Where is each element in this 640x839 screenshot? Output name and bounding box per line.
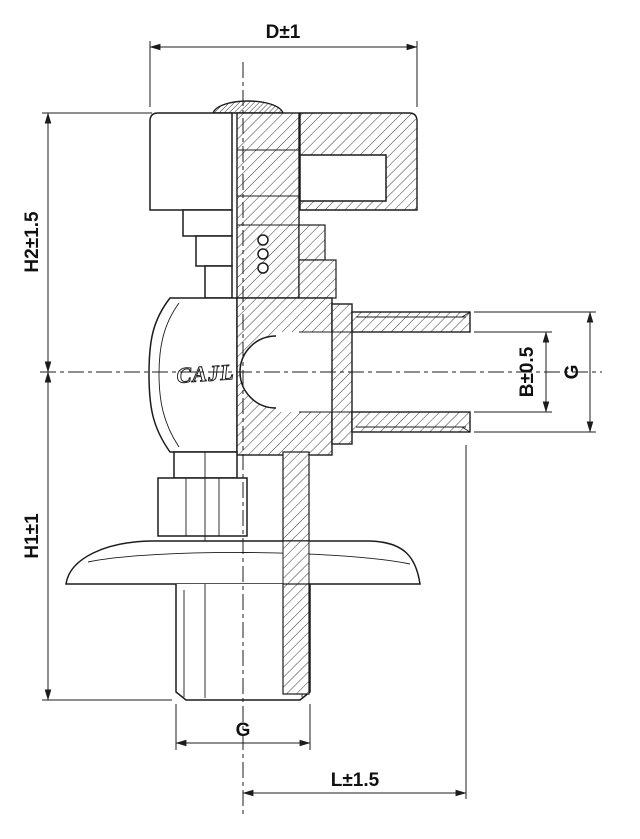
flange-section-strip — [282, 540, 310, 585]
inlet-wall-section-upper — [282, 451, 310, 542]
brand-logo: CAJL — [176, 359, 236, 388]
packing-nut-section — [298, 224, 326, 261]
handle-hub-step — [195, 235, 233, 267]
valve-body — [148, 297, 238, 453]
outlet-chamfer — [461, 426, 471, 433]
hex-section — [157, 477, 248, 537]
bonnet-neck — [204, 265, 233, 299]
inlet-wall-section-lower — [282, 583, 310, 695]
bonnet-section — [298, 259, 337, 299]
outlet-wall-bottom-section — [351, 411, 471, 433]
handle-cap — [211, 100, 285, 114]
dim-label-inlet-thread: G — [236, 720, 251, 741]
flange-ridge-line — [87, 552, 411, 565]
outlet-chamfer — [461, 311, 471, 318]
seal-ring — [257, 262, 269, 274]
dim-label-upper-height: H2±1.5 — [22, 211, 43, 273]
flange — [65, 540, 421, 585]
seal-ring — [257, 234, 269, 246]
dim-label-outlet-thread: G — [562, 365, 583, 380]
handle-left — [149, 112, 233, 211]
centerlines — [40, 62, 602, 814]
dimension-annotations: D±1 H2±1.5 H1±1 B±0.5 G G L±1.5 — [22, 22, 596, 799]
seal-ring — [257, 248, 269, 260]
valve-geometry: CAJL — [65, 100, 471, 701]
dim-label-top-width: D±1 — [266, 22, 301, 43]
body-lower-step — [173, 451, 238, 479]
valve-body-contour — [158, 302, 180, 448]
outlet-wall-top-section — [351, 311, 471, 333]
handle-hub — [182, 209, 233, 237]
dim-label-outlet-bore: B±0.5 — [517, 346, 538, 397]
dim-label-overall-length: L±1.5 — [331, 770, 380, 791]
dim-label-lower-height: H1±1 — [22, 513, 43, 559]
handle-right-recess — [299, 154, 387, 202]
outlet-step-section — [331, 303, 353, 445]
